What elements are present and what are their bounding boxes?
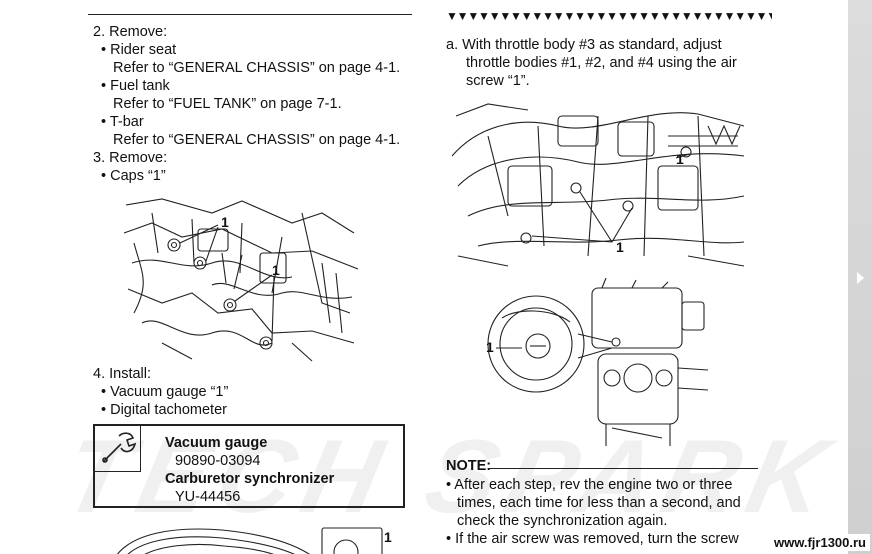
bullet: • <box>101 42 107 58</box>
warning-triangle-row: ▼▼▼▼▼▼▼▼▼▼▼▼▼▼▼▼▼▼▼▼▼▼▼▼▼▼▼▼▼▼▼▼▼▼▼▼▼▼▼ <box>446 9 772 23</box>
item-label: Rider seat <box>110 42 177 58</box>
remove-item-fuel-tank: • Fuel tank <box>101 77 170 95</box>
tool-number: YU-44456 <box>175 489 241 505</box>
chevron-right-icon[interactable] <box>857 272 864 284</box>
step-a-line: throttle bodies #1, #2, and #4 using the… <box>466 55 737 71</box>
item-reference: Refer to “GENERAL CHASSIS” on page 4-1. <box>113 60 401 76</box>
step-a-line: screw “1”. <box>466 73 530 89</box>
item-reference: Refer to “GENERAL CHASSIS” on page 4-1. <box>113 132 401 148</box>
vacuum-gauge-illustration: 1 <box>112 516 402 554</box>
tool-name-vacuum-gauge: Vacuum gauge <box>165 435 268 451</box>
bullet: • <box>101 78 107 94</box>
air-screw-callout: 1 <box>676 151 684 167</box>
note-line: times, each time for less than a second,… <box>457 495 741 511</box>
note-line: • If the air screw was removed, turn the… <box>446 531 739 547</box>
caps-callout: 1 <box>221 214 229 230</box>
wrench-icon <box>95 426 141 472</box>
step-3-heading: 3. Remove: <box>93 150 168 166</box>
bullet: • <box>101 114 107 130</box>
special-tool-box: Vacuum gauge 90890-03094 Carburetor sync… <box>93 424 405 508</box>
tool-name-carburetor-synchronizer: Carburetor synchronizer <box>165 471 335 487</box>
air-screw-detail-illustration: 1 <box>482 278 712 450</box>
caps-illustration: 1 1 <box>122 193 360 363</box>
tool-number: 90890-03094 <box>175 453 261 469</box>
note-rule <box>488 468 758 469</box>
step-a-line: a. With throttle body #3 as standard, ad… <box>446 37 722 53</box>
air-screw-detail-callout: 1 <box>486 339 494 355</box>
remove-item-rider-seat: • Rider seat <box>101 41 176 59</box>
item-label: T-bar <box>109 114 144 130</box>
caps-item: • Caps “1” <box>101 168 166 184</box>
item-label: Fuel tank <box>110 78 170 94</box>
step-2-heading: 2. Remove: <box>93 24 168 40</box>
install-item: • Vacuum gauge “1” <box>101 384 229 400</box>
air-screw-callout: 1 <box>616 239 624 255</box>
step-4-heading: 4. Install: <box>93 366 152 382</box>
note-label: NOTE: <box>446 458 492 474</box>
note-line: check the synchronization again. <box>457 513 668 529</box>
note-line: • After each step, rev the engine two or… <box>446 477 733 493</box>
next-page-strip[interactable] <box>848 0 872 554</box>
vacuum-gauge-callout: 1 <box>384 529 392 545</box>
remove-item-t-bar: • T-bar <box>101 113 144 131</box>
install-item: • Digital tachometer <box>101 402 227 418</box>
caps-callout: 1 <box>272 262 280 278</box>
top-rule-left <box>88 14 412 15</box>
manual-page: ▼▼▼▼▼▼▼▼▼▼▼▼▼▼▼▼▼▼▼▼▼▼▼▼▼▼▼▼▼▼▼▼▼▼▼▼▼▼▼ … <box>53 9 847 554</box>
item-reference: Refer to “FUEL TANK” on page 7-1. <box>113 96 342 112</box>
site-url: www.fjr1300.ru <box>770 534 870 551</box>
throttle-bodies-illustration: 1 1 <box>448 96 748 268</box>
